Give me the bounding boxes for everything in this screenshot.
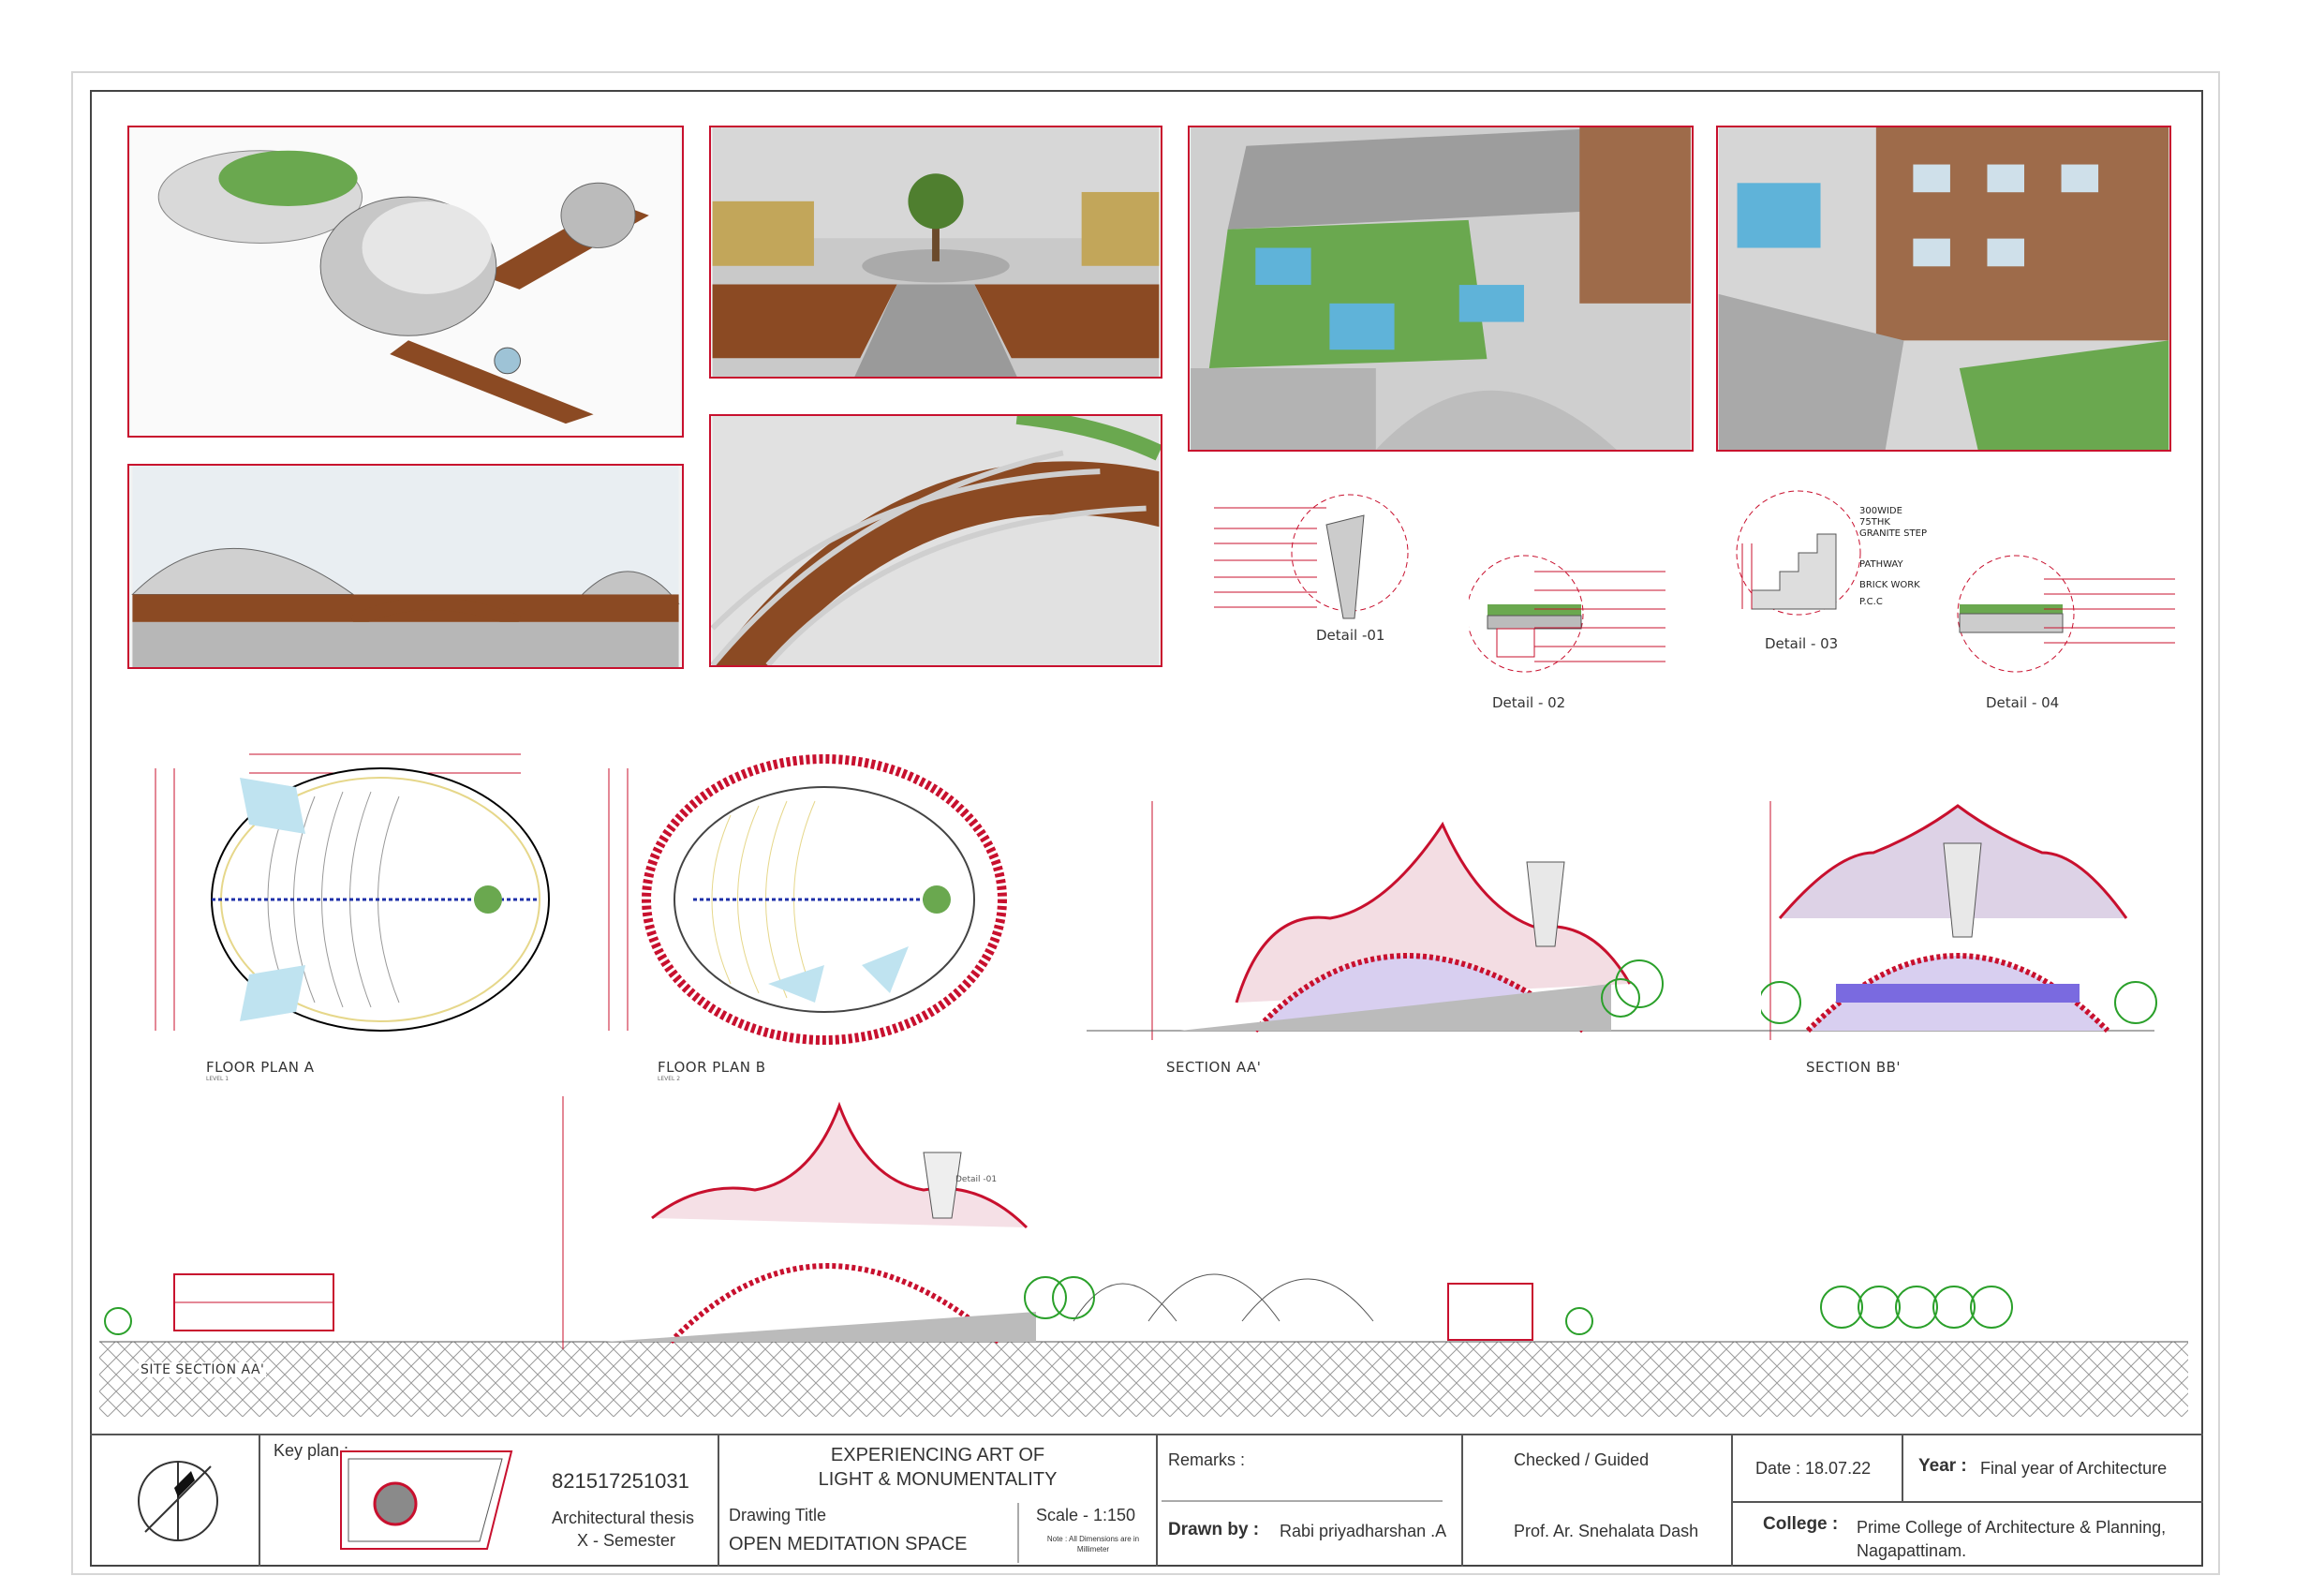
remarks-label: Remarks : — [1168, 1450, 1246, 1469]
detail-04-label: Detail - 04 — [1986, 694, 2060, 711]
dimension-note-line-1: Note : All Dimensions are in — [1046, 1535, 1140, 1543]
sheet-inner-border — [90, 90, 2203, 1567]
project-title-line-2: LIGHT & MONUMENTALITY — [818, 1469, 1058, 1490]
render-amphitheatre-stage — [709, 126, 1162, 379]
site-section-drawing — [99, 1096, 2188, 1417]
floor-plan-a-title: FLOOR PLAN A — [206, 1059, 315, 1076]
college-label: College : — [1763, 1514, 1839, 1534]
detail-03-note: 300WIDE 75THK GRANITE STEP — [1859, 506, 1927, 539]
detail-03-note: P.C.C — [1859, 597, 1883, 607]
scale: Scale - 1:150 — [1036, 1506, 1136, 1524]
thesis-line-2: X - Semester — [577, 1531, 676, 1550]
college-line-1: Prime College of Architecture & Planning… — [1857, 1518, 2167, 1537]
section-aa-title: SECTION AA' — [1166, 1059, 1262, 1076]
registration-number: 821517251031 — [552, 1469, 689, 1493]
render-courtyard-aerial — [1188, 126, 1694, 452]
year-label: Year : — [1918, 1456, 1967, 1476]
sheet-outer-border — [71, 71, 2220, 1575]
project-title-line-1: EXPERIENCING ART OF — [830, 1445, 1045, 1465]
building-aerial-illustration — [1718, 127, 2169, 450]
detail-03-label: Detail - 03 — [1765, 635, 1839, 652]
detail-02-drawing — [1469, 555, 1665, 673]
floor-plan-b-drawing — [608, 754, 1007, 1045]
floor-plan-a-level: LEVEL 1 — [206, 1076, 229, 1082]
render-seating-top — [709, 414, 1162, 667]
drawn-by-name: Rabi priyadharshan .A — [1280, 1522, 1447, 1540]
detail-03-notes: 300WIDE 75THK GRANITE STEP PATHWAY BRICK… — [1859, 506, 1934, 611]
section-bb-title: SECTION BB' — [1806, 1059, 1902, 1076]
detail-02-label: Detail - 02 — [1492, 694, 1566, 711]
section-aa-drawing — [1087, 801, 1770, 1040]
college-line-2: Nagapattinam. — [1857, 1541, 1967, 1560]
drawing-title: OPEN MEDITATION SPACE — [729, 1534, 968, 1554]
checked-name: Prof. Ar. Snehalata Dash — [1514, 1522, 1699, 1540]
key-plan-diagram — [340, 1450, 513, 1550]
aerial-overview-illustration — [130, 127, 681, 436]
amphitheatre-stage-illustration — [712, 127, 1160, 377]
floor-plan-b-title: FLOOR PLAN B — [658, 1059, 766, 1076]
detail-03-note: BRICK WORK — [1859, 580, 1920, 590]
dimension-note-line-2: Millimeter — [1076, 1545, 1110, 1554]
render-dome-elevation — [127, 464, 684, 669]
checked-label: Checked / Guided — [1514, 1450, 1650, 1469]
detail-01-label: Detail -01 — [1316, 627, 1385, 644]
key-plan-label: Key plan : — [274, 1441, 349, 1460]
title-block-top-rule — [90, 1434, 2203, 1435]
seating-top-illustration — [711, 416, 1161, 665]
drawing-title-label: Drawing Title — [729, 1506, 827, 1524]
floor-plan-a-drawing — [155, 753, 550, 1032]
courtyard-aerial-illustration — [1191, 127, 1691, 450]
render-building-aerial — [1716, 126, 2171, 452]
thesis-line-1: Architectural thesis — [552, 1509, 695, 1527]
drawn-by-label: Drawn by : — [1168, 1520, 1260, 1539]
site-section-title: SITE SECTION AA' — [139, 1362, 267, 1377]
detail-03-note: PATHWAY — [1859, 559, 1903, 570]
north-arrow-icon — [138, 1461, 218, 1541]
render-aerial-overview — [127, 126, 684, 438]
detail-01-drawing — [1214, 494, 1409, 619]
year-value: Final year of Architecture — [1980, 1459, 2168, 1478]
section-bb-drawing — [1761, 801, 2157, 1040]
dome-elevation-illustration — [131, 466, 680, 667]
site-detail-01-tag: Detail -01 — [955, 1175, 998, 1184]
detail-04-drawing — [1957, 555, 2175, 673]
date: Date : 18.07.22 — [1755, 1459, 1872, 1478]
floor-plan-b-level: LEVEL 2 — [658, 1076, 681, 1082]
detail-03-drawing — [1736, 490, 1861, 616]
